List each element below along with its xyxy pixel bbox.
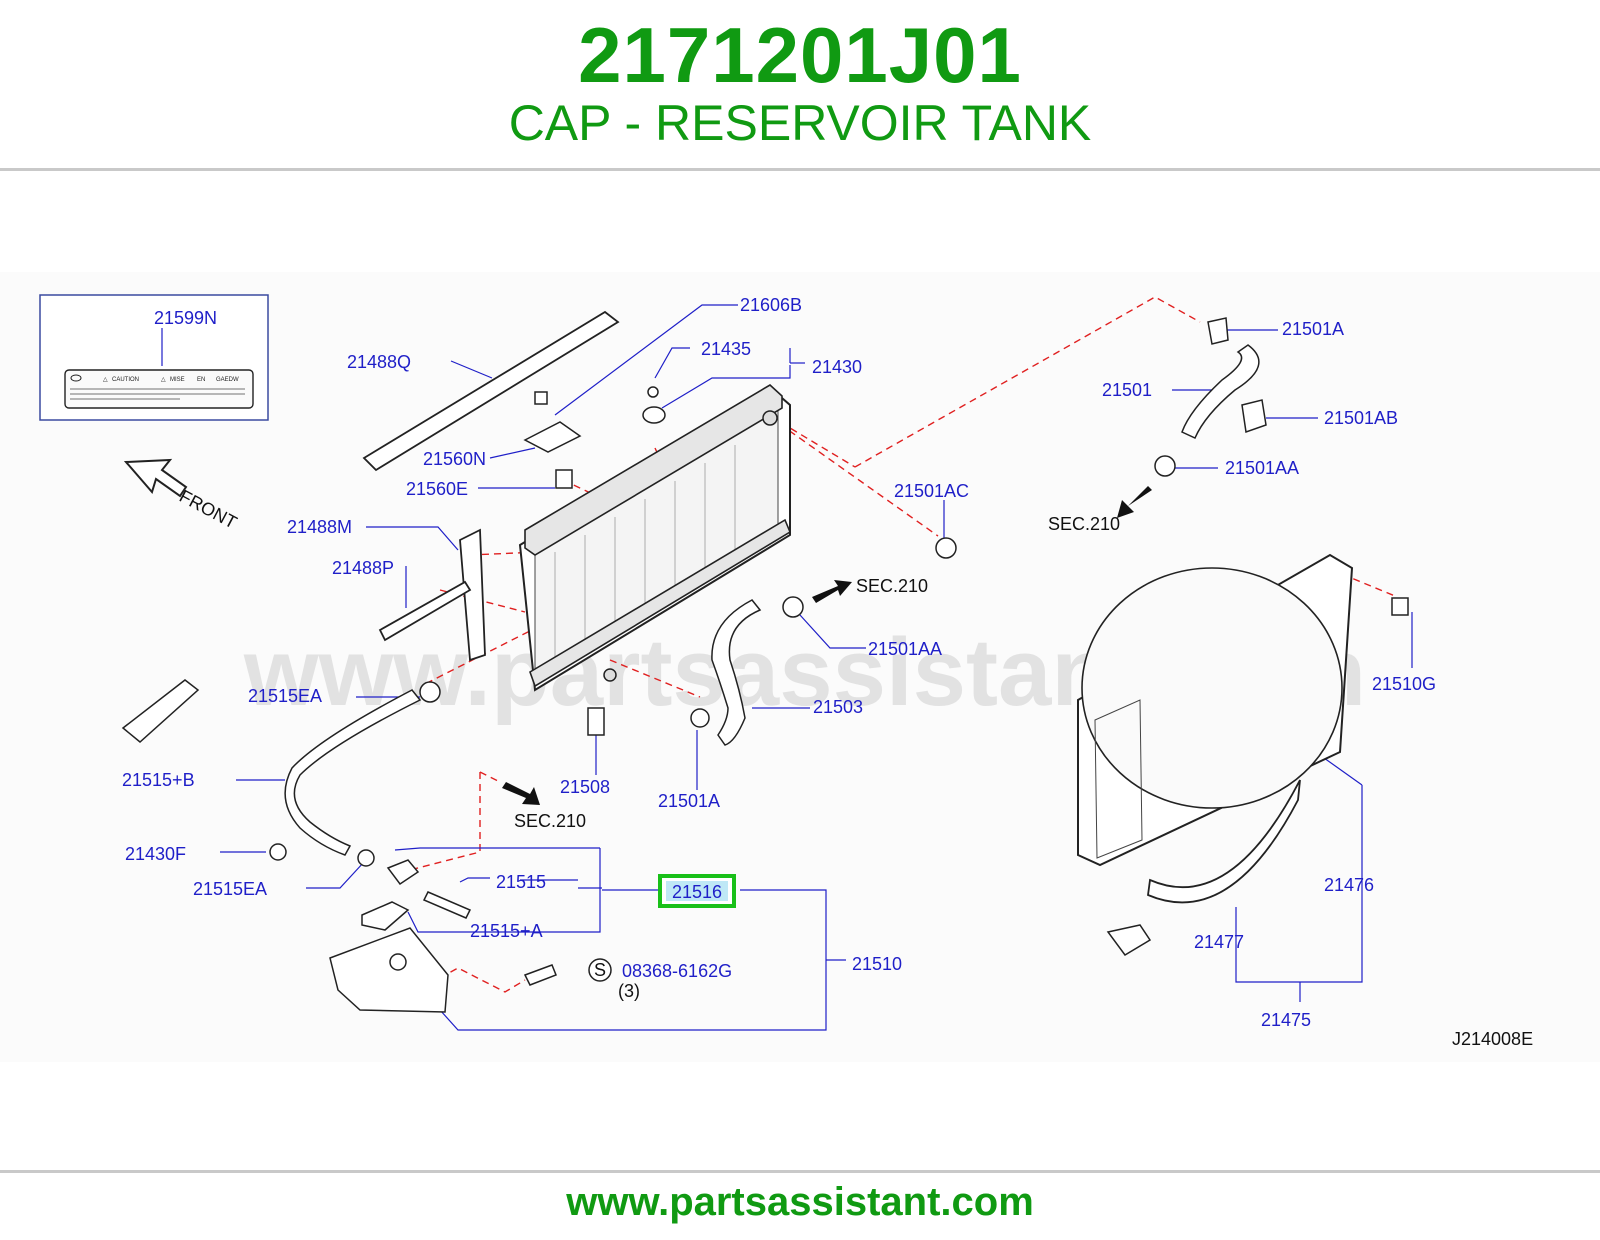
front-direction-arrow: FRONT xyxy=(123,458,240,533)
cap-21430 xyxy=(642,406,666,424)
page-header: 2171201J01 CAP - RESERVOIR TANK xyxy=(0,0,1600,172)
label-21488Q: 21488Q xyxy=(347,352,411,372)
clamp-21430F xyxy=(269,843,287,861)
connector-21515 xyxy=(386,859,420,886)
label-21515: 21515 xyxy=(496,872,546,892)
header-divider xyxy=(0,168,1600,171)
reservoir-tank xyxy=(329,927,449,1013)
overflow-hose xyxy=(284,689,422,856)
ring-21435 xyxy=(647,386,659,398)
label-sec210-low: SEC.210 xyxy=(514,811,586,831)
highlight-21516[interactable]: 21516 xyxy=(658,874,736,908)
label-21515EA-low: 21515EA xyxy=(193,879,267,899)
label-21515A: 21515+A xyxy=(470,921,543,941)
clip-21501AB xyxy=(1241,399,1267,434)
label-21475: 21475 xyxy=(1261,1010,1311,1030)
sticker-mise-text: MISE xyxy=(170,377,185,383)
reservoir-cap-21516 xyxy=(389,953,407,971)
label-21560E: 21560E xyxy=(406,479,468,499)
label-08368-6162G: 08368-6162G xyxy=(622,961,732,981)
radiator-core xyxy=(518,384,792,692)
bolt-08368 xyxy=(523,964,557,986)
label-21477: 21477 xyxy=(1194,932,1244,952)
tube-21515 xyxy=(422,891,472,919)
label-21501A-low: 21501A xyxy=(658,791,720,811)
mount-21508 xyxy=(587,707,605,736)
label-21599N: 21599N xyxy=(154,308,217,328)
front-label: FRONT xyxy=(176,486,240,533)
label-21510: 21510 xyxy=(852,954,902,974)
label-21503: 21503 xyxy=(813,697,863,717)
fan-shroud xyxy=(1077,553,1354,904)
bolt-21510G xyxy=(1391,597,1409,616)
leader-lines xyxy=(220,304,1413,1031)
label-sec210-mid: SEC.210 xyxy=(856,576,928,596)
sticker-en-text: EN xyxy=(197,377,205,383)
hose-21515A xyxy=(361,901,410,931)
sticker-caution-text: CAUTION xyxy=(112,377,139,383)
label-21515B: 21515+B xyxy=(122,770,195,790)
label-21501AB: 21501AB xyxy=(1324,408,1398,428)
label-s-symbol: S xyxy=(594,960,606,980)
side-seal-21488M xyxy=(459,528,486,662)
svg-text:△: △ xyxy=(103,377,108,383)
svg-text:△: △ xyxy=(161,377,166,383)
label-21488M: 21488M xyxy=(287,517,352,537)
label-21501AA-mid: 21501AA xyxy=(868,639,942,659)
clamp-21515EA-top xyxy=(419,681,441,703)
bracket-21515B xyxy=(121,679,200,743)
upper-seal-strip xyxy=(362,310,620,472)
shroud-lower-21477 xyxy=(1147,779,1301,904)
label-21501A-top: 21501A xyxy=(1282,319,1344,339)
label-sec210-right: SEC.210 xyxy=(1048,514,1120,534)
part-number-title: 2171201J01 xyxy=(578,11,1022,99)
label-21476: 21476 xyxy=(1324,875,1374,895)
footer-url-link[interactable]: www.partsassistant.com xyxy=(566,1180,1034,1224)
clip-21477-fastener xyxy=(1106,924,1152,956)
label-21501AA-top: 21501AA xyxy=(1225,458,1299,478)
clamp-21501AC xyxy=(935,537,957,559)
footer-divider xyxy=(0,1170,1600,1173)
label-21430: 21430 xyxy=(812,357,862,377)
label-21516: 21516 xyxy=(672,882,722,902)
label-21501: 21501 xyxy=(1102,380,1152,400)
label-21606B: 21606B xyxy=(740,295,802,315)
side-seal-21488P xyxy=(378,580,472,642)
lower-hose-21503 xyxy=(711,599,762,746)
label-21510G: 21510G xyxy=(1372,674,1436,694)
radiator-cap xyxy=(762,410,778,426)
label-21508: 21508 xyxy=(560,777,610,797)
label-21435: 21435 xyxy=(701,339,751,359)
diagram-code: J214008E xyxy=(1452,1029,1533,1049)
clamp-21501AA-mid xyxy=(782,596,804,618)
clamp-21501A-top xyxy=(1207,317,1229,345)
label-21560N: 21560N xyxy=(423,449,486,469)
mount-21560E xyxy=(555,469,573,489)
section-arrows xyxy=(502,486,1152,805)
part-name-subtitle: CAP - RESERVOIR TANK xyxy=(508,95,1092,151)
drain-plug xyxy=(603,668,617,682)
bracket-21560N xyxy=(523,421,582,453)
clamp-21501AA-top xyxy=(1154,455,1176,477)
clamp-21501A-low xyxy=(690,708,710,728)
symbol-s-circle: S xyxy=(588,958,612,982)
nut-part xyxy=(534,391,548,405)
label-21430F: 21430F xyxy=(125,844,186,864)
upper-hose-21501 xyxy=(1181,344,1260,440)
sticker-gaedw-text: GAEDW xyxy=(216,377,239,383)
label-21515EA-top: 21515EA xyxy=(248,686,322,706)
clamp-21515EA-low xyxy=(357,849,375,867)
label-21501AC: 21501AC xyxy=(894,481,969,501)
label-inset-box: △ CAUTION △ MISE EN GAEDW xyxy=(39,294,269,421)
label-21488P: 21488P xyxy=(332,558,394,578)
label-08368-qty: (3) xyxy=(618,981,640,1001)
